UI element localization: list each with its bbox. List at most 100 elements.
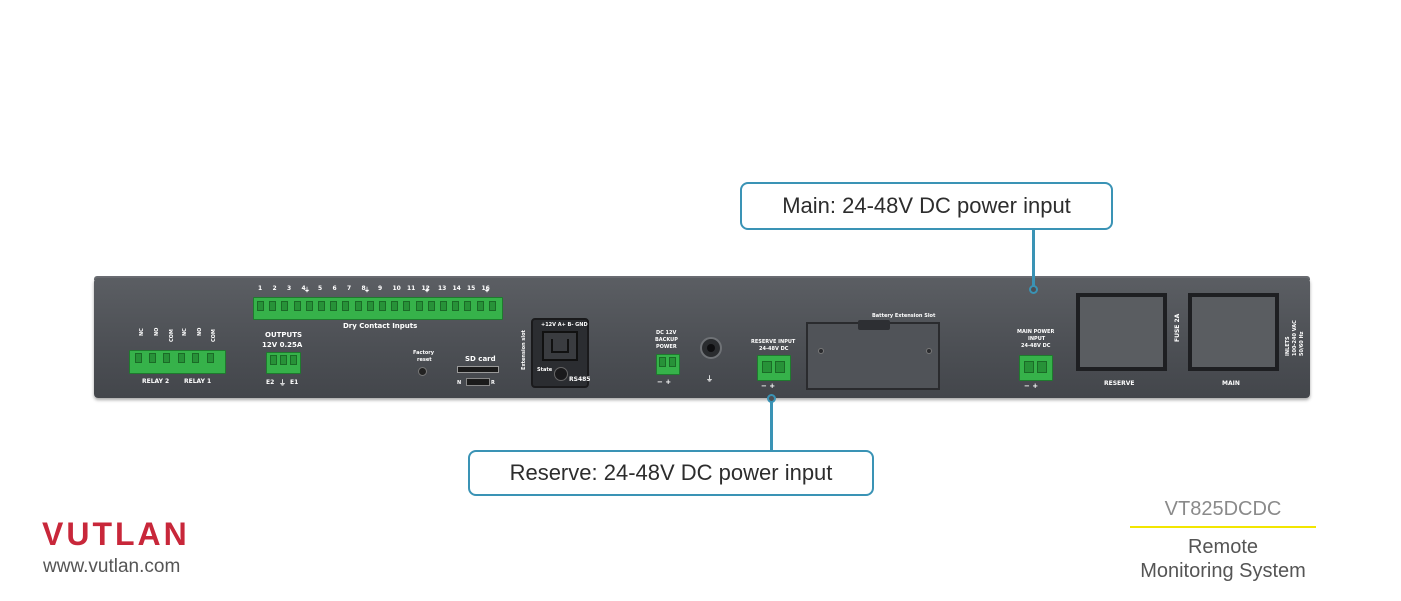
- dry-contact-number: 11: [407, 285, 416, 292]
- dry-contact-terminal: [391, 301, 399, 311]
- dry-contact-terminal: [488, 301, 496, 311]
- product-model: VT825DCDC: [1164, 498, 1282, 520]
- dry-contact-number: 5: [318, 285, 323, 292]
- dry-contact-terminal-block[interactable]: [253, 297, 503, 320]
- brand-website: www.vutlan.com: [43, 556, 181, 577]
- dry-contact-number: 8: [361, 285, 366, 292]
- reserve-ac-inlet[interactable]: [1076, 293, 1167, 371]
- ground-symbol-icon: ⏚: [424, 287, 431, 294]
- dry-contact-terminal: [379, 301, 386, 311]
- rs485-socket-inner: [551, 339, 569, 353]
- main-ac-inlet[interactable]: [1188, 293, 1279, 371]
- factory-reset-button[interactable]: [418, 367, 427, 376]
- dry-contact-number: 14: [452, 285, 461, 292]
- dc-backup-terminal-block[interactable]: [656, 354, 680, 375]
- dry-contact-terminal: [318, 301, 325, 311]
- extension-state-led: [554, 367, 568, 381]
- dry-contact-terminal: [452, 301, 460, 311]
- screw-icon: [818, 348, 824, 354]
- dry-contact-terminal: [281, 301, 289, 311]
- ground-jack[interactable]: [700, 337, 722, 359]
- inlets-spec-voltage: 100-240 VAC: [1292, 320, 1298, 356]
- relay-pin-label: NO: [154, 327, 160, 336]
- screw-icon: [926, 348, 932, 354]
- factory-reset-label-line2: reset: [417, 357, 432, 363]
- main-input-polarity: − +: [1024, 382, 1039, 390]
- relay-terminal-block[interactable]: [129, 350, 226, 374]
- dry-contact-terminal: [464, 301, 472, 311]
- sd-card-slot[interactable]: [457, 366, 499, 373]
- relay-pin-label: NC: [182, 328, 188, 336]
- main-power-callout: Main: 24-48V DC power input: [740, 182, 1113, 230]
- rs485-socket: [542, 331, 578, 361]
- dc-backup-terminal: [659, 357, 666, 367]
- dc-backup-terminal: [669, 357, 676, 367]
- reserve-input-label: RESERVE INPUT: [751, 339, 796, 345]
- ground-symbol-icon: ⏚: [364, 287, 371, 294]
- relay-terminal: [207, 353, 214, 363]
- outputs-terminal-block[interactable]: [266, 352, 301, 374]
- relay-pin-label: NC: [139, 328, 145, 336]
- dry-contact-number: 1: [258, 285, 263, 292]
- rs485-label: RS485: [569, 376, 591, 383]
- dry-contact-terminal: [476, 301, 484, 311]
- dry-contact-number: 4: [301, 285, 306, 292]
- reserve-callout-connector-line: [770, 402, 773, 451]
- dry-contact-terminal: [366, 301, 374, 311]
- dc-backup-polarity: − +: [657, 378, 672, 386]
- dry-contact-terminal: [269, 301, 277, 311]
- main-input-voltage: 24-48V DC: [1021, 343, 1051, 349]
- relay-terminal: [163, 353, 170, 363]
- dry-contact-number: 10: [392, 285, 401, 292]
- dry-contact-terminal: [342, 301, 350, 311]
- chassis-ground-icon: ⏚: [706, 375, 713, 383]
- relay-terminal: [178, 353, 185, 363]
- reserve-power-input-connector[interactable]: [757, 355, 791, 381]
- dry-contact-number: 15: [467, 285, 476, 292]
- dry-contact-number: 12: [421, 285, 430, 292]
- dry-contact-number: 6: [332, 285, 337, 292]
- dry-contact-inputs-label: Dry Contact Inputs: [343, 322, 418, 330]
- dry-contact-terminal: [293, 301, 301, 311]
- main-input-label: MAIN POWER: [1017, 329, 1055, 335]
- factory-reset-label: Factory: [413, 350, 435, 356]
- relay-terminal: [149, 353, 156, 363]
- main-power-input-connector[interactable]: [1019, 355, 1053, 381]
- dry-contact-terminal: [427, 301, 435, 311]
- product-description-line2: Monitoring System: [1140, 560, 1306, 582]
- relay-terminal: [135, 353, 142, 363]
- dry-contact-number: 13: [438, 285, 447, 292]
- dry-contact-terminal: [354, 301, 362, 311]
- dry-contact-terminal: [257, 301, 264, 311]
- dry-contact-terminal: [305, 301, 313, 311]
- output-terminal: [290, 355, 297, 365]
- output-terminal: [280, 355, 287, 365]
- main-inlet-label: MAIN: [1222, 380, 1240, 387]
- main-callout-anchor-dot: [1029, 285, 1038, 294]
- main-input-terminal: [1024, 361, 1034, 373]
- dry-contact-terminal: [403, 301, 411, 311]
- dry-contact-number: 3: [287, 285, 292, 292]
- dry-contact-number: 7: [347, 285, 352, 292]
- ground-symbol-icon: ⏚: [304, 287, 311, 294]
- reserve-power-callout: Reserve: 24-48V DC power input: [468, 450, 874, 496]
- dry-contact-terminal: [330, 301, 338, 311]
- sd-switch-n-label: N: [457, 380, 462, 386]
- battery-extension-slot-cover[interactable]: [806, 320, 940, 390]
- reserve-input-terminal: [762, 361, 772, 373]
- inlets-spec-frequency: 50/60 Hz: [1299, 331, 1305, 356]
- output-e1-label: E1: [290, 379, 299, 386]
- outputs-title: OUTPUTS: [265, 331, 303, 339]
- brand-logo: VUTLAN: [42, 516, 190, 552]
- fuse-label: FUSE 2A: [1174, 313, 1181, 342]
- reserve-input-polarity: − +: [761, 382, 776, 390]
- dry-contact-number: 9: [378, 285, 383, 292]
- relay-pin-label: COM: [211, 329, 217, 342]
- inlets-spec-label: INLETS: [1285, 336, 1291, 356]
- main-input-label-line2: INPUT: [1028, 336, 1046, 342]
- outputs-rating: 12V 0.25A: [262, 341, 303, 349]
- relay-pin-label: NO: [197, 327, 203, 336]
- dry-contact-number: 16: [481, 285, 490, 292]
- reserve-input-voltage: 24-48V DC: [759, 346, 789, 352]
- sd-mode-switch[interactable]: [466, 378, 490, 386]
